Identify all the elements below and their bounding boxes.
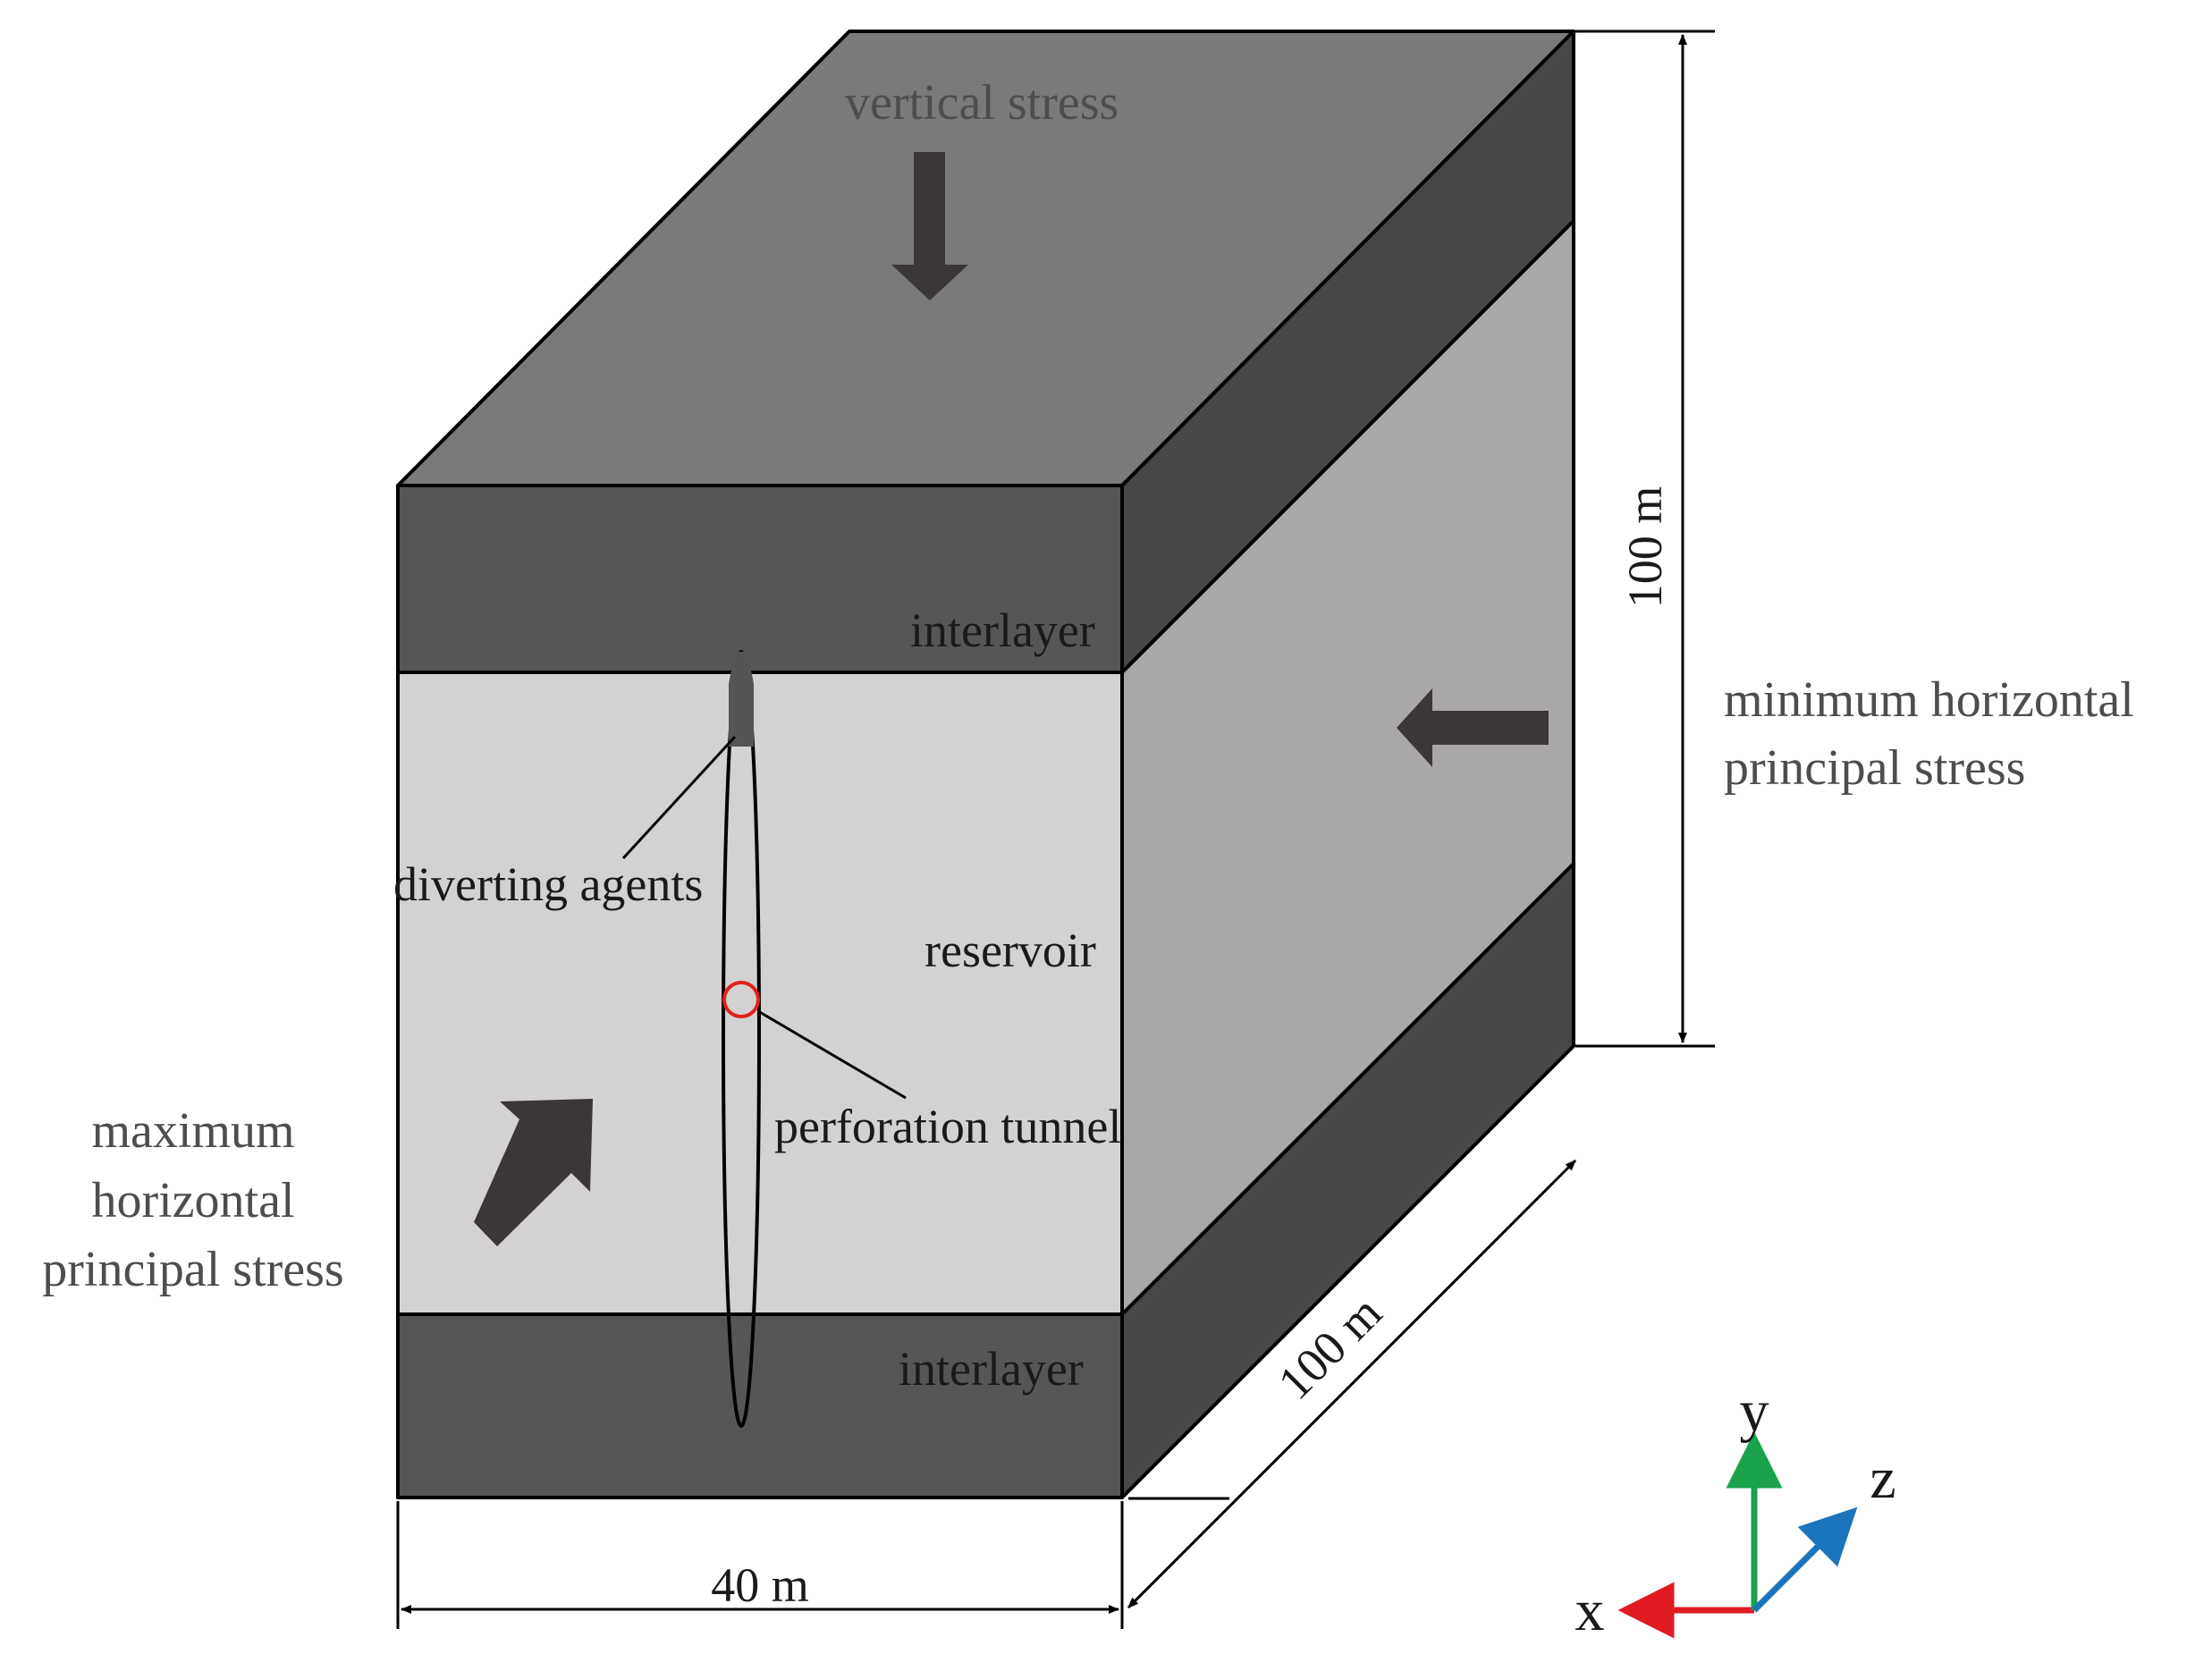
max-horizontal-stress-label-3: principal stress	[42, 1242, 343, 1297]
axis-x-label: x	[1575, 1578, 1605, 1643]
height-dimension-label: 100 m	[1618, 486, 1672, 609]
width-dimension-label: 40 m	[711, 1558, 809, 1612]
min-horizontal-stress-label-2: principal stress	[1724, 740, 2025, 796]
fracture	[722, 650, 761, 1428]
axis-z-line	[1752, 1506, 1858, 1613]
front-interlayer-top	[396, 484, 1124, 674]
axis-y-label: y	[1740, 1379, 1769, 1444]
vertical-stress-label: vertical stress	[845, 75, 1119, 131]
max-horizontal-stress-label-1: maximum	[91, 1103, 294, 1159]
perforation-marker	[722, 981, 760, 1018]
axis-z-label: z	[1870, 1446, 1895, 1511]
min-horizontal-stress-arrow	[1397, 688, 1549, 767]
interlayer-top-label: interlayer	[910, 603, 1095, 657]
diverting-agents-label: diverting agents	[393, 857, 703, 911]
max-horizontal-stress-arrow	[474, 1099, 593, 1246]
front-interlayer-bottom	[396, 1312, 1124, 1499]
min-horizontal-stress-label-1: minimum horizontal	[1724, 672, 2134, 728]
reservoir-label: reservoir	[924, 924, 1096, 977]
max-horizontal-stress-label-2: horizontal	[91, 1173, 294, 1228]
interlayer-bottom-label: interlayer	[899, 1342, 1084, 1396]
depth-dimension-line	[1127, 1159, 1577, 1609]
dimensions	[396, 30, 1715, 1629]
model-block	[396, 30, 1575, 1499]
perforation-tunnel-label: perforation tunnel	[774, 1100, 1121, 1153]
diverting-agent-plug	[729, 651, 754, 747]
perforation-tunnel-leader	[757, 1009, 907, 1100]
coordinate-axes	[1617, 1431, 1858, 1639]
diverting-agents-leader	[621, 735, 737, 860]
vertical-stress-arrow	[891, 152, 968, 300]
